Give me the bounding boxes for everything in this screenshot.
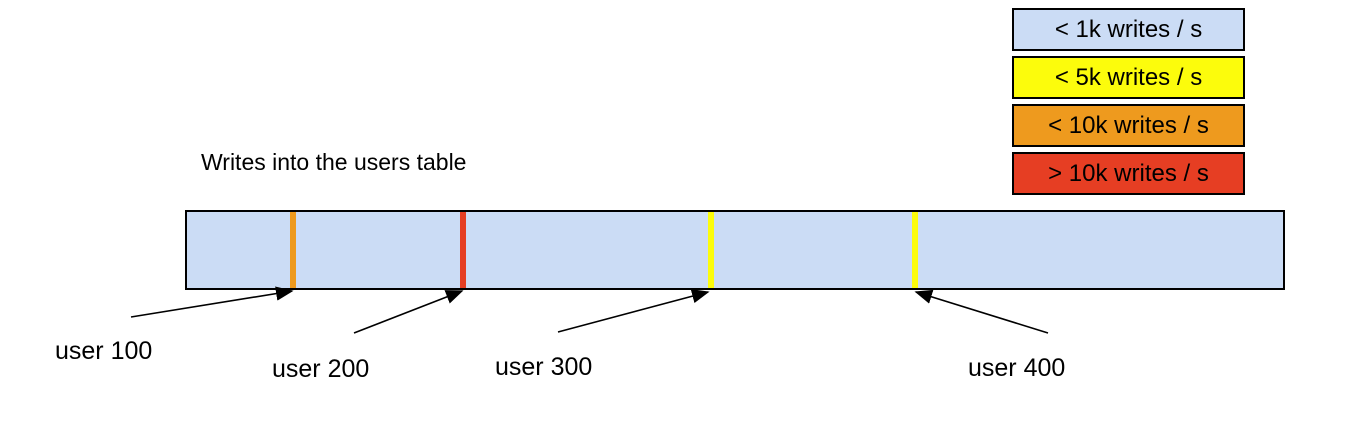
callout-arrow-user-300 [557,289,710,333]
stripe-user-400 [911,212,918,288]
legend: < 1k writes / s < 5k writes / s < 10k writ… [1012,8,1245,195]
callout-arrow-user-400 [914,289,1049,334]
stripe-user-200 [460,212,467,288]
legend-label: > 10k writes / s [1048,159,1209,187]
callout-label-user-100: user 100 [55,337,153,365]
legend-label: < 5k writes / s [1054,63,1203,91]
legend-row: < 10k writes / s [1012,104,1245,147]
callout-label-user-200: user 200 [272,355,370,383]
users-table-keyspace-bar [185,210,1285,290]
stripe-user-300 [707,212,714,288]
legend-row: > 10k writes / s [1012,152,1245,195]
legend-row: < 5k writes / s [1012,56,1245,99]
diagram-title: Writes into the users table [201,149,467,175]
legend-label: < 1k writes / s [1054,15,1203,43]
callout-arrow-user-100 [130,286,294,318]
callout-label-user-400: user 400 [968,354,1066,382]
callout-label-user-300: user 300 [495,353,593,381]
stripe-user-100 [290,212,297,288]
legend-label: < 10k writes / s [1048,111,1209,139]
legend-row: < 1k writes / s [1012,8,1245,51]
callout-arrow-user-200 [353,290,464,334]
